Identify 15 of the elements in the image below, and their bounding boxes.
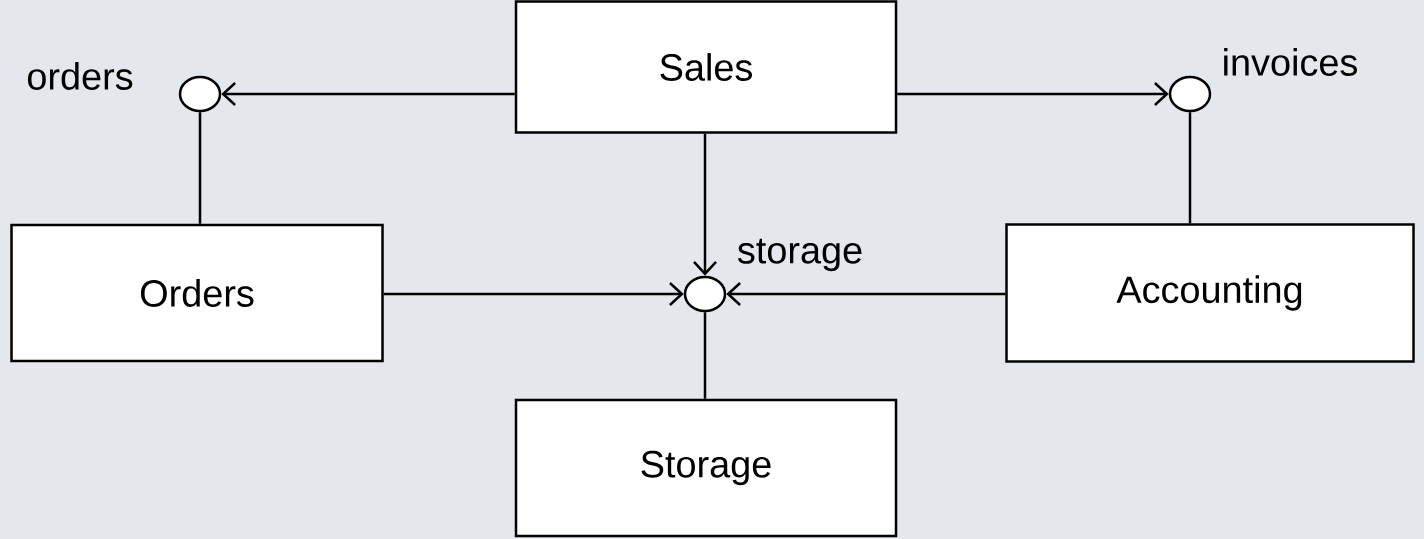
connector-line [198,112,202,224]
arrow [726,282,1006,306]
arrow [383,282,684,306]
node-label: invoices [1224,48,1357,76]
connector-line [703,312,707,399]
arrow [897,82,1169,106]
process-box: Accounting [1005,223,1415,363]
process-box: Orders [10,223,384,363]
arrow [693,133,717,276]
node-label: orders [27,62,133,90]
arrow [221,82,515,106]
process-box: Sales [514,0,898,134]
connector-line [1188,112,1192,224]
process-box: Storage [514,398,898,538]
node-label: storage [737,238,862,272]
